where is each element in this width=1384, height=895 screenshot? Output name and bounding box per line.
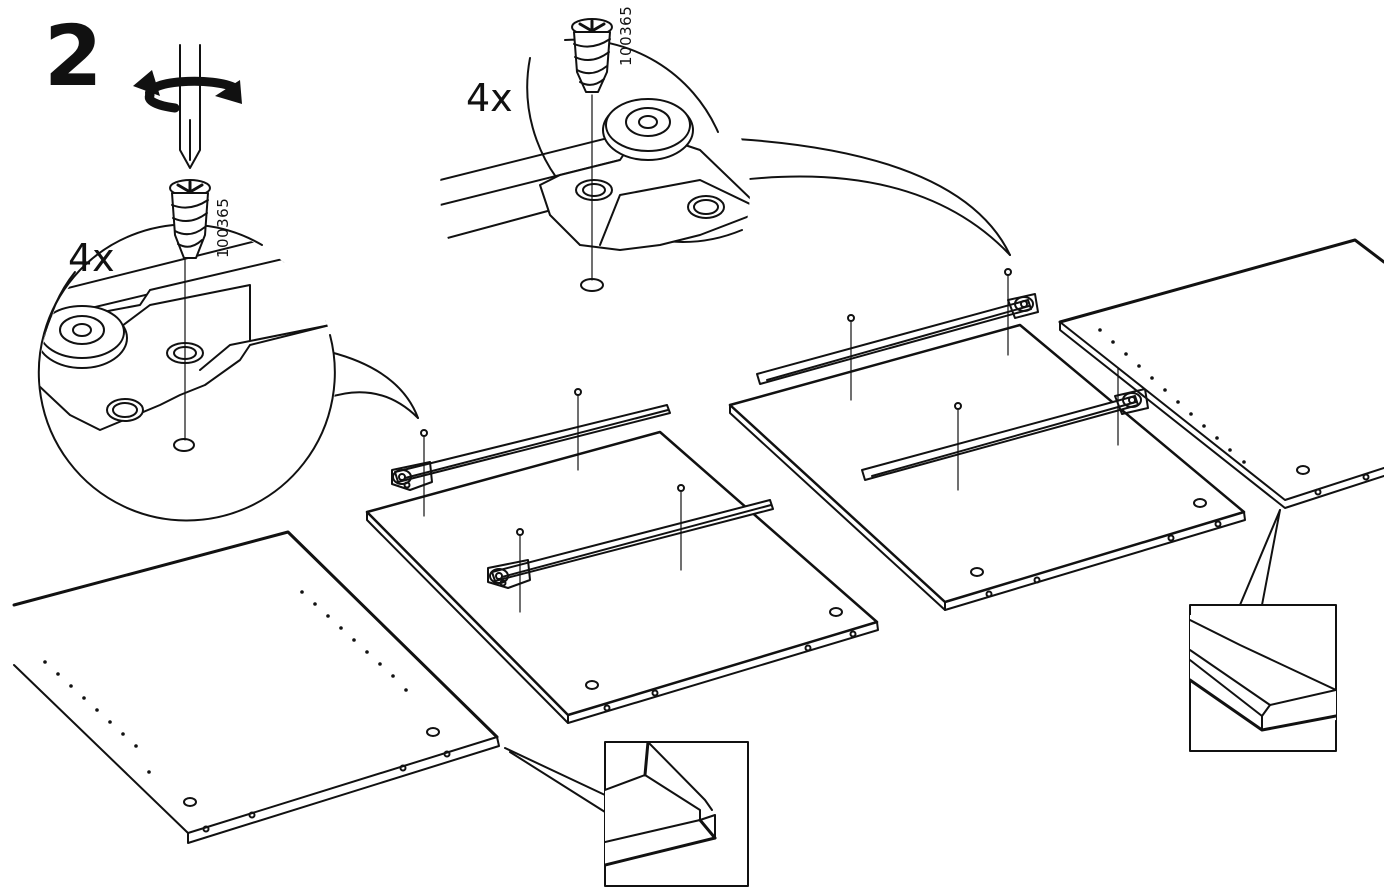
- detail-bubble-left: [37, 223, 419, 523]
- hole-row: [1098, 328, 1246, 464]
- screwdriver-icon: [179, 44, 201, 169]
- side-panel-left: [12, 530, 500, 844]
- drawer-bottom-1: [365, 388, 879, 724]
- drawer-bottom-2: [728, 268, 1246, 611]
- detail-bubble-top: [440, 35, 1011, 345]
- edge-detail-box: [504, 741, 749, 887]
- part-number-label: 100365: [617, 5, 635, 66]
- screw: [420, 388, 582, 517]
- drawer-rail: [756, 293, 1039, 385]
- hole-row: [43, 590, 408, 774]
- screw: [847, 268, 1012, 401]
- drawer-rail: [861, 388, 1149, 481]
- rotate-clockwise-icon: [133, 70, 242, 113]
- edge-detail-box: [1189, 509, 1337, 752]
- side-panel-right: [1058, 238, 1384, 509]
- screw-icon: [571, 18, 613, 93]
- screw-icon: [169, 179, 211, 259]
- part-number-label: 100365: [214, 197, 232, 258]
- drawer-rail: [487, 499, 774, 589]
- screw: [516, 484, 685, 613]
- step-number: 2: [44, 7, 103, 105]
- quantity-label: 4x: [68, 236, 115, 280]
- quantity-label: 4x: [466, 76, 513, 120]
